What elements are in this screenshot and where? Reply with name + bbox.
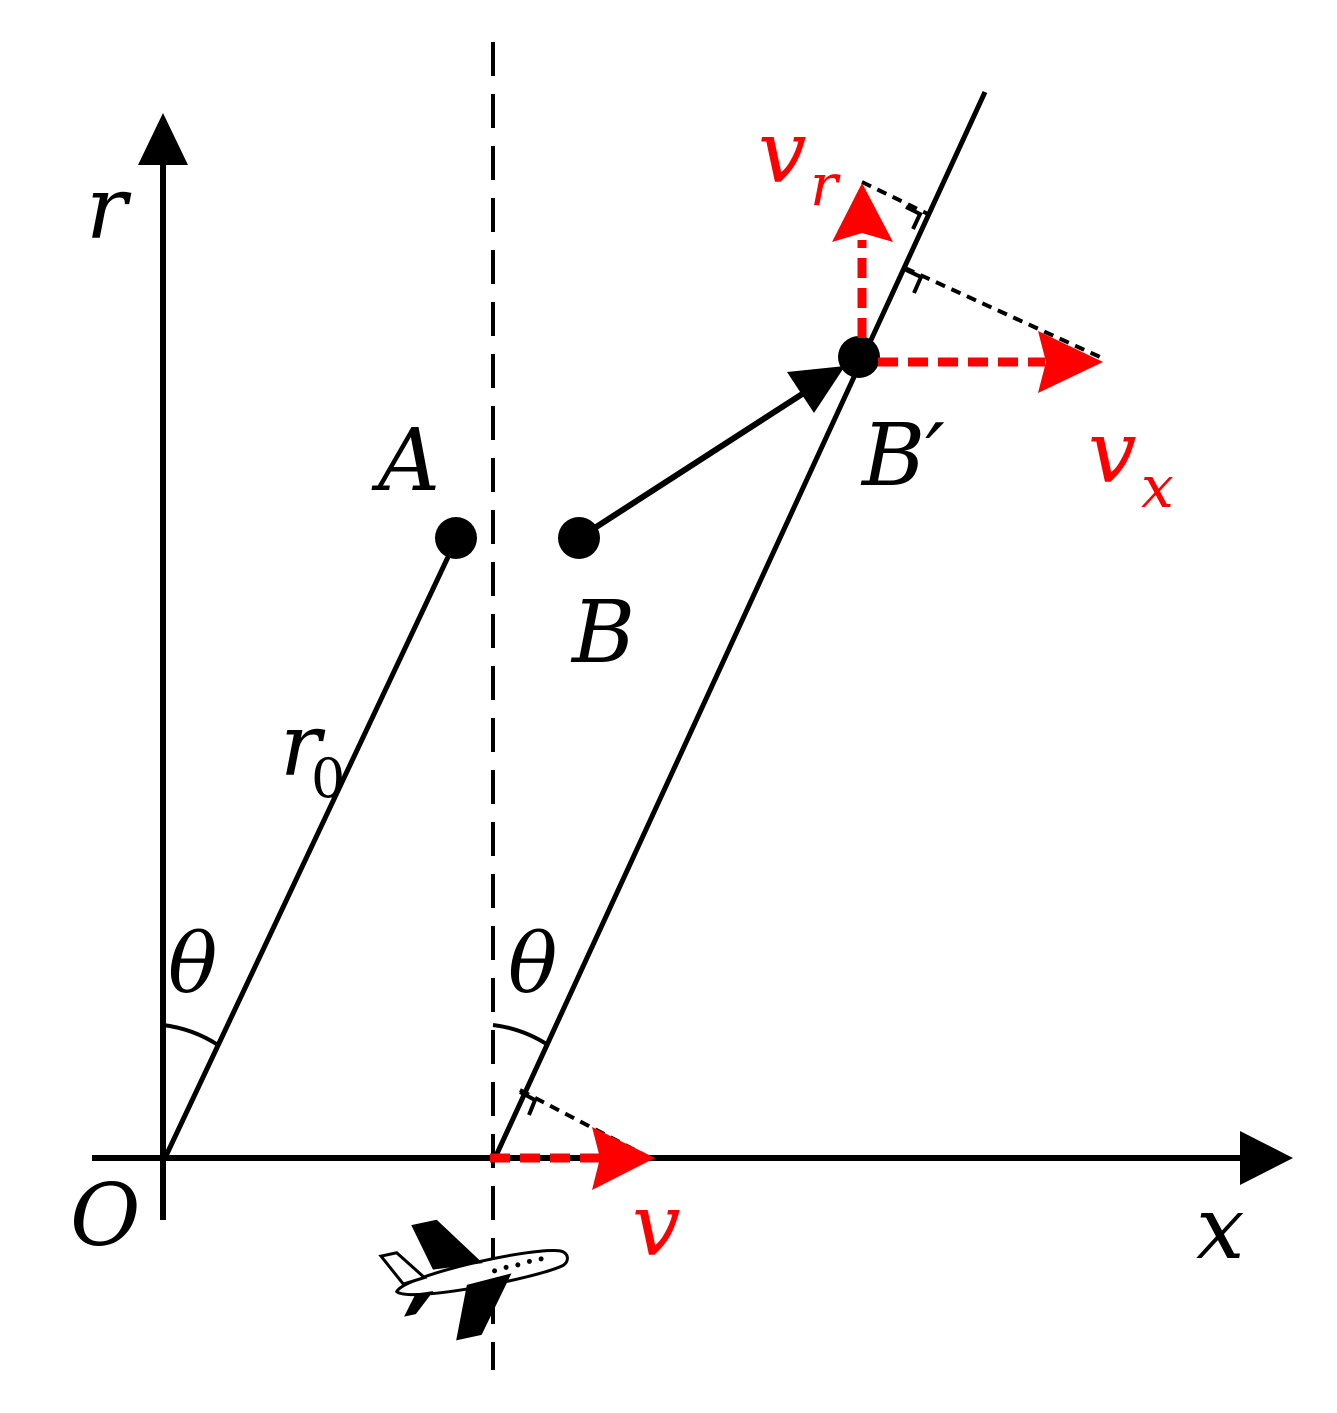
theta-left-label: θ xyxy=(168,917,217,1012)
point-b xyxy=(558,517,600,559)
point-a-label: A xyxy=(371,411,440,511)
right-angle-mark-vx xyxy=(905,268,924,294)
origin-label: O xyxy=(70,1166,141,1266)
x-axis xyxy=(92,1131,1293,1185)
vx-subscript: x xyxy=(1141,453,1174,521)
arrow-b-to-b-prime xyxy=(588,366,845,534)
vr-label: v r xyxy=(758,103,841,219)
x-axis-label: x xyxy=(1196,1179,1245,1279)
vr-subscript: r xyxy=(810,151,841,219)
theta-arc-right xyxy=(492,1023,550,1047)
theta-right-label: θ xyxy=(508,917,557,1012)
velocity-vr-vector xyxy=(832,183,893,338)
r0-subscript: 0 xyxy=(311,747,345,810)
r-axis-arrowhead xyxy=(138,113,188,165)
vx-label: v x xyxy=(1088,403,1174,521)
velocity-vx-vector xyxy=(878,331,1103,393)
r-axis-label: r xyxy=(86,159,132,259)
r0-label: r 0 xyxy=(280,696,348,810)
r-axis xyxy=(138,113,188,1220)
vx-main: v xyxy=(1088,403,1137,503)
projection-line-vx xyxy=(904,266,1101,359)
r0-main: r xyxy=(280,696,326,796)
line-o-to-a xyxy=(162,538,459,1160)
point-b-prime-label: B′ xyxy=(860,406,945,506)
right-angle-mark-vr xyxy=(905,205,923,230)
airplane-icon xyxy=(378,1219,569,1341)
theta-arc-left xyxy=(162,1023,220,1047)
vr-main: v xyxy=(758,103,807,203)
x-axis-arrowhead xyxy=(1240,1131,1293,1185)
velocity-v-vector xyxy=(490,1127,655,1190)
projection-line-vr xyxy=(861,180,929,216)
point-b-prime xyxy=(838,336,880,378)
line-through-b-prime xyxy=(492,90,988,1160)
v-label: v xyxy=(632,1176,681,1276)
point-a xyxy=(435,517,477,559)
point-b-label: B xyxy=(570,583,635,683)
right-angle-mark-v xyxy=(519,1090,538,1116)
